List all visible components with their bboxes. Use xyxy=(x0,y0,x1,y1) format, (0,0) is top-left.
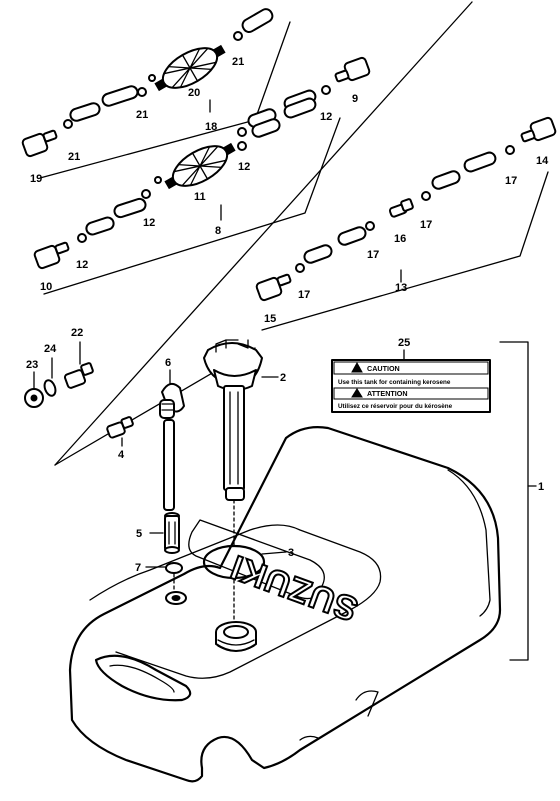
gauge-tube xyxy=(223,385,245,491)
o-ring-3 xyxy=(202,544,266,580)
clamp xyxy=(63,119,73,129)
caution-text: Use this tank for containing kerosene xyxy=(338,379,451,386)
connector-15 xyxy=(255,273,292,302)
part-number-25: 25 xyxy=(398,337,410,349)
part-number-20: 20 xyxy=(188,87,200,99)
part-number-19: 19 xyxy=(30,173,42,185)
fitting-16 xyxy=(388,198,414,218)
part-number-21: 21 xyxy=(68,151,80,163)
part-number-23: 23 xyxy=(26,359,38,371)
hose-segment xyxy=(69,102,101,122)
part-number-17: 17 xyxy=(367,249,379,261)
bracket-13 xyxy=(261,171,549,331)
clamp xyxy=(295,263,305,273)
clamp xyxy=(321,85,331,95)
hose-segment xyxy=(251,118,281,138)
washer-7 xyxy=(165,562,183,574)
caution-heading: CAUTION xyxy=(367,364,400,373)
part-number-2: 2 xyxy=(280,372,286,384)
vent-tube xyxy=(163,419,175,511)
part-number-10: 10 xyxy=(40,281,52,293)
clamp xyxy=(77,233,87,243)
clamp xyxy=(237,141,247,151)
clamp xyxy=(505,145,515,155)
part-number-4: 4 xyxy=(118,449,125,461)
hose-segment xyxy=(283,97,317,119)
tank-body xyxy=(68,426,502,783)
clamp xyxy=(365,221,375,231)
part-number-7: 7 xyxy=(135,562,141,574)
clamp xyxy=(141,189,151,199)
clamp xyxy=(237,127,247,137)
connector-14 xyxy=(520,116,557,143)
hose-segment xyxy=(431,170,461,190)
vent-assembly: 6 5 7 xyxy=(135,357,185,597)
part-number-11: 11 xyxy=(194,191,206,203)
pickup-5 xyxy=(164,512,180,554)
part-number-24: 24 xyxy=(44,343,57,355)
part-number-12: 12 xyxy=(238,161,250,173)
primer-bulb-11 xyxy=(164,142,236,190)
clamp xyxy=(137,87,147,97)
hose-assembly-8: 12 11 12 8 12 10 xyxy=(33,97,341,295)
clamp xyxy=(233,31,243,41)
primer-bulb-20 xyxy=(154,44,226,92)
hose-segment xyxy=(85,216,115,236)
part-number-21: 21 xyxy=(136,109,148,121)
hose-segment xyxy=(463,151,497,173)
hose-segment xyxy=(101,85,139,107)
part-number-21: 21 xyxy=(232,56,244,68)
part-number-12: 12 xyxy=(76,259,88,271)
bracket-8 xyxy=(43,117,341,295)
small-parts-group: 22 24 23 4 xyxy=(24,327,134,461)
attention-heading: ATTENTION xyxy=(367,389,408,398)
hose-segment xyxy=(303,244,333,264)
hose-segment xyxy=(113,197,147,219)
brand-plate xyxy=(188,519,325,600)
attention-text: Utilisez ce réservoir pour du kérosène xyxy=(338,403,453,410)
clamp xyxy=(421,191,431,201)
connector-10 xyxy=(33,241,70,270)
part-number-17: 17 xyxy=(420,219,432,231)
connector-19 xyxy=(21,129,58,158)
fuel-gauge-2: 2 xyxy=(203,339,286,501)
tank-brand-mark: SUZUKI xyxy=(225,547,363,628)
bracket-1 xyxy=(499,341,529,661)
part-number-12: 12 xyxy=(143,217,155,229)
fitting-4 xyxy=(106,416,134,439)
caution-label-25: 25 CAUTION Use this tank for containing … xyxy=(331,337,491,413)
plug-23 xyxy=(24,388,44,408)
warning-triangle-icon xyxy=(351,361,363,373)
washer-24 xyxy=(43,379,57,397)
connector-9 xyxy=(334,56,371,83)
part-number-12: 12 xyxy=(320,111,332,123)
part-number-14: 14 xyxy=(536,155,549,167)
part-number-17: 17 xyxy=(505,175,517,187)
fitting-22 xyxy=(63,362,94,389)
part-number-6: 6 xyxy=(165,357,171,369)
part-number-8: 8 xyxy=(215,225,221,237)
tank-handle xyxy=(94,654,192,702)
part-number-18: 18 xyxy=(205,121,217,133)
elbow-6 xyxy=(159,382,185,419)
hose-segment xyxy=(241,8,274,34)
part-number-5: 5 xyxy=(136,528,142,540)
diagonal-divider-line xyxy=(54,1,473,466)
part-number-1: 1 xyxy=(538,481,544,493)
part-number-15: 15 xyxy=(264,313,276,325)
hose-assembly-13: 14 17 17 16 17 13 17 15 xyxy=(255,116,557,331)
hose-segment xyxy=(337,226,367,246)
part-number-22: 22 xyxy=(71,327,83,339)
part-number-17: 17 xyxy=(298,289,310,301)
part-number-13: 13 xyxy=(395,282,407,294)
part-number-9: 9 xyxy=(352,93,358,105)
part-number-16: 16 xyxy=(394,233,406,245)
warning-triangle-icon xyxy=(351,388,363,398)
